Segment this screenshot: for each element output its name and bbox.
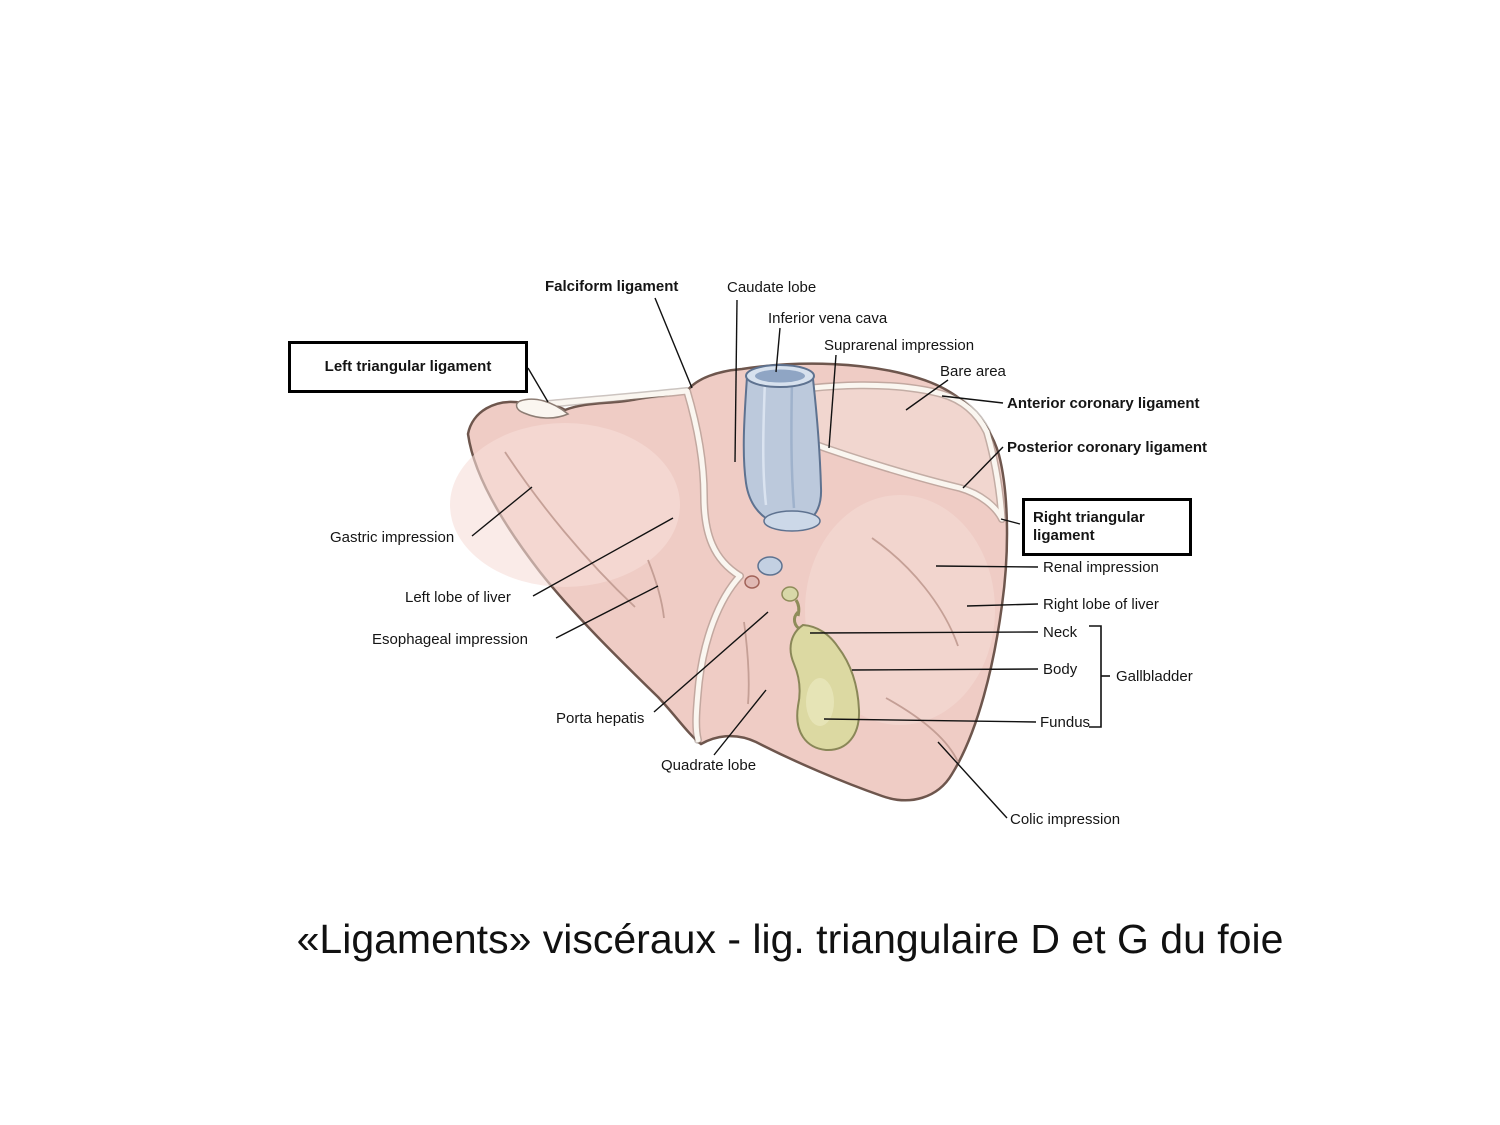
label-caudate-lobe: Caudate lobe <box>727 279 817 296</box>
leader-gastric-impression <box>471 486 533 537</box>
label-anterior-coronary-ligament: Anterior coronary ligament <box>1007 395 1200 412</box>
label-renal-impression: Renal impression <box>1043 559 1159 576</box>
ligamentum-teres-cord <box>693 573 743 743</box>
leader-colic-impression <box>937 741 1008 819</box>
label-inferior-vena-cava: Inferior vena cava <box>768 310 888 327</box>
leader-inferior-vena-cava <box>775 327 781 373</box>
label-body: Body <box>1043 661 1078 678</box>
leader-left-lobe-of-liver <box>532 517 674 597</box>
label-gastric-impression: Gastric impression <box>330 529 455 546</box>
gallbladder-bracket <box>1089 625 1102 728</box>
label-colic-impression: Colic impression <box>1010 811 1121 828</box>
quadrate-crease <box>743 621 750 705</box>
label-left-lobe-of-liver: Left lobe of liver <box>405 589 511 606</box>
gastric-impression-crease <box>504 451 636 608</box>
label-gallbladder: Gallbladder <box>1116 668 1193 685</box>
leader-neck <box>809 631 1039 634</box>
leader-left-triangular-ligament <box>527 367 549 403</box>
label-falciform-ligament: Falciform ligament <box>545 278 679 295</box>
leader-esophageal-impression <box>555 585 659 639</box>
label-left-triangular-ligament: Left triangular ligament <box>288 341 528 393</box>
posterior-coronary-ligament-cord <box>805 439 1005 522</box>
leader-caudate-lobe <box>734 299 738 463</box>
leader-bare-area <box>905 379 949 411</box>
label-posterior-coronary-ligament: Posterior coronary ligament <box>1007 439 1208 456</box>
leader-porta-hepatis <box>653 611 769 713</box>
label-right-triangular-ligament: Right triangular ligament <box>1022 498 1192 556</box>
leader-anterior-coronary-ligament <box>941 395 1004 404</box>
label-fundus: Fundus <box>1040 714 1091 731</box>
porta-hepatis-vessels <box>744 556 801 617</box>
falciform-ligament-cord <box>545 388 690 407</box>
colic-impression-crease <box>885 697 959 763</box>
left-lobe-highlight <box>450 423 680 587</box>
inferior-vena-cava-shape <box>742 364 823 532</box>
leader-right-lobe-of-liver <box>966 603 1039 607</box>
leader-right-triangular-ligament <box>1000 518 1021 525</box>
falciform-ligament-descending <box>684 388 743 579</box>
caption: «Ligaments» viscéraux - lig. triangulair… <box>296 916 1284 962</box>
leader-lines <box>471 297 1110 819</box>
label-suprarenal-impression: Suprarenal impression <box>824 337 975 354</box>
right-lobe-highlight <box>805 495 995 725</box>
leader-quadrate-lobe <box>713 689 767 756</box>
leader-body <box>851 668 1039 671</box>
leader-falciform-ligament <box>654 297 693 389</box>
leader-renal-impression <box>935 565 1039 568</box>
label-right-lobe-of-liver: Right lobe of liver <box>1043 596 1159 613</box>
left-triangular-ligament-flap <box>515 398 570 419</box>
leader-fundus <box>823 718 1037 723</box>
leader-suprarenal-impression <box>828 354 837 449</box>
label-esophageal-impression: Esophageal impression <box>372 631 528 648</box>
label-porta-hepatis: Porta hepatis <box>556 710 645 727</box>
esophageal-impression-crease <box>647 559 665 619</box>
leader-posterior-coronary-ligament <box>962 446 1004 489</box>
label-bare-area: Bare area <box>940 363 1006 380</box>
label-neck: Neck <box>1043 624 1078 641</box>
right-triangular-ligament-cord <box>984 429 1005 522</box>
label-quadrate-lobe: Quadrate lobe <box>661 757 757 774</box>
